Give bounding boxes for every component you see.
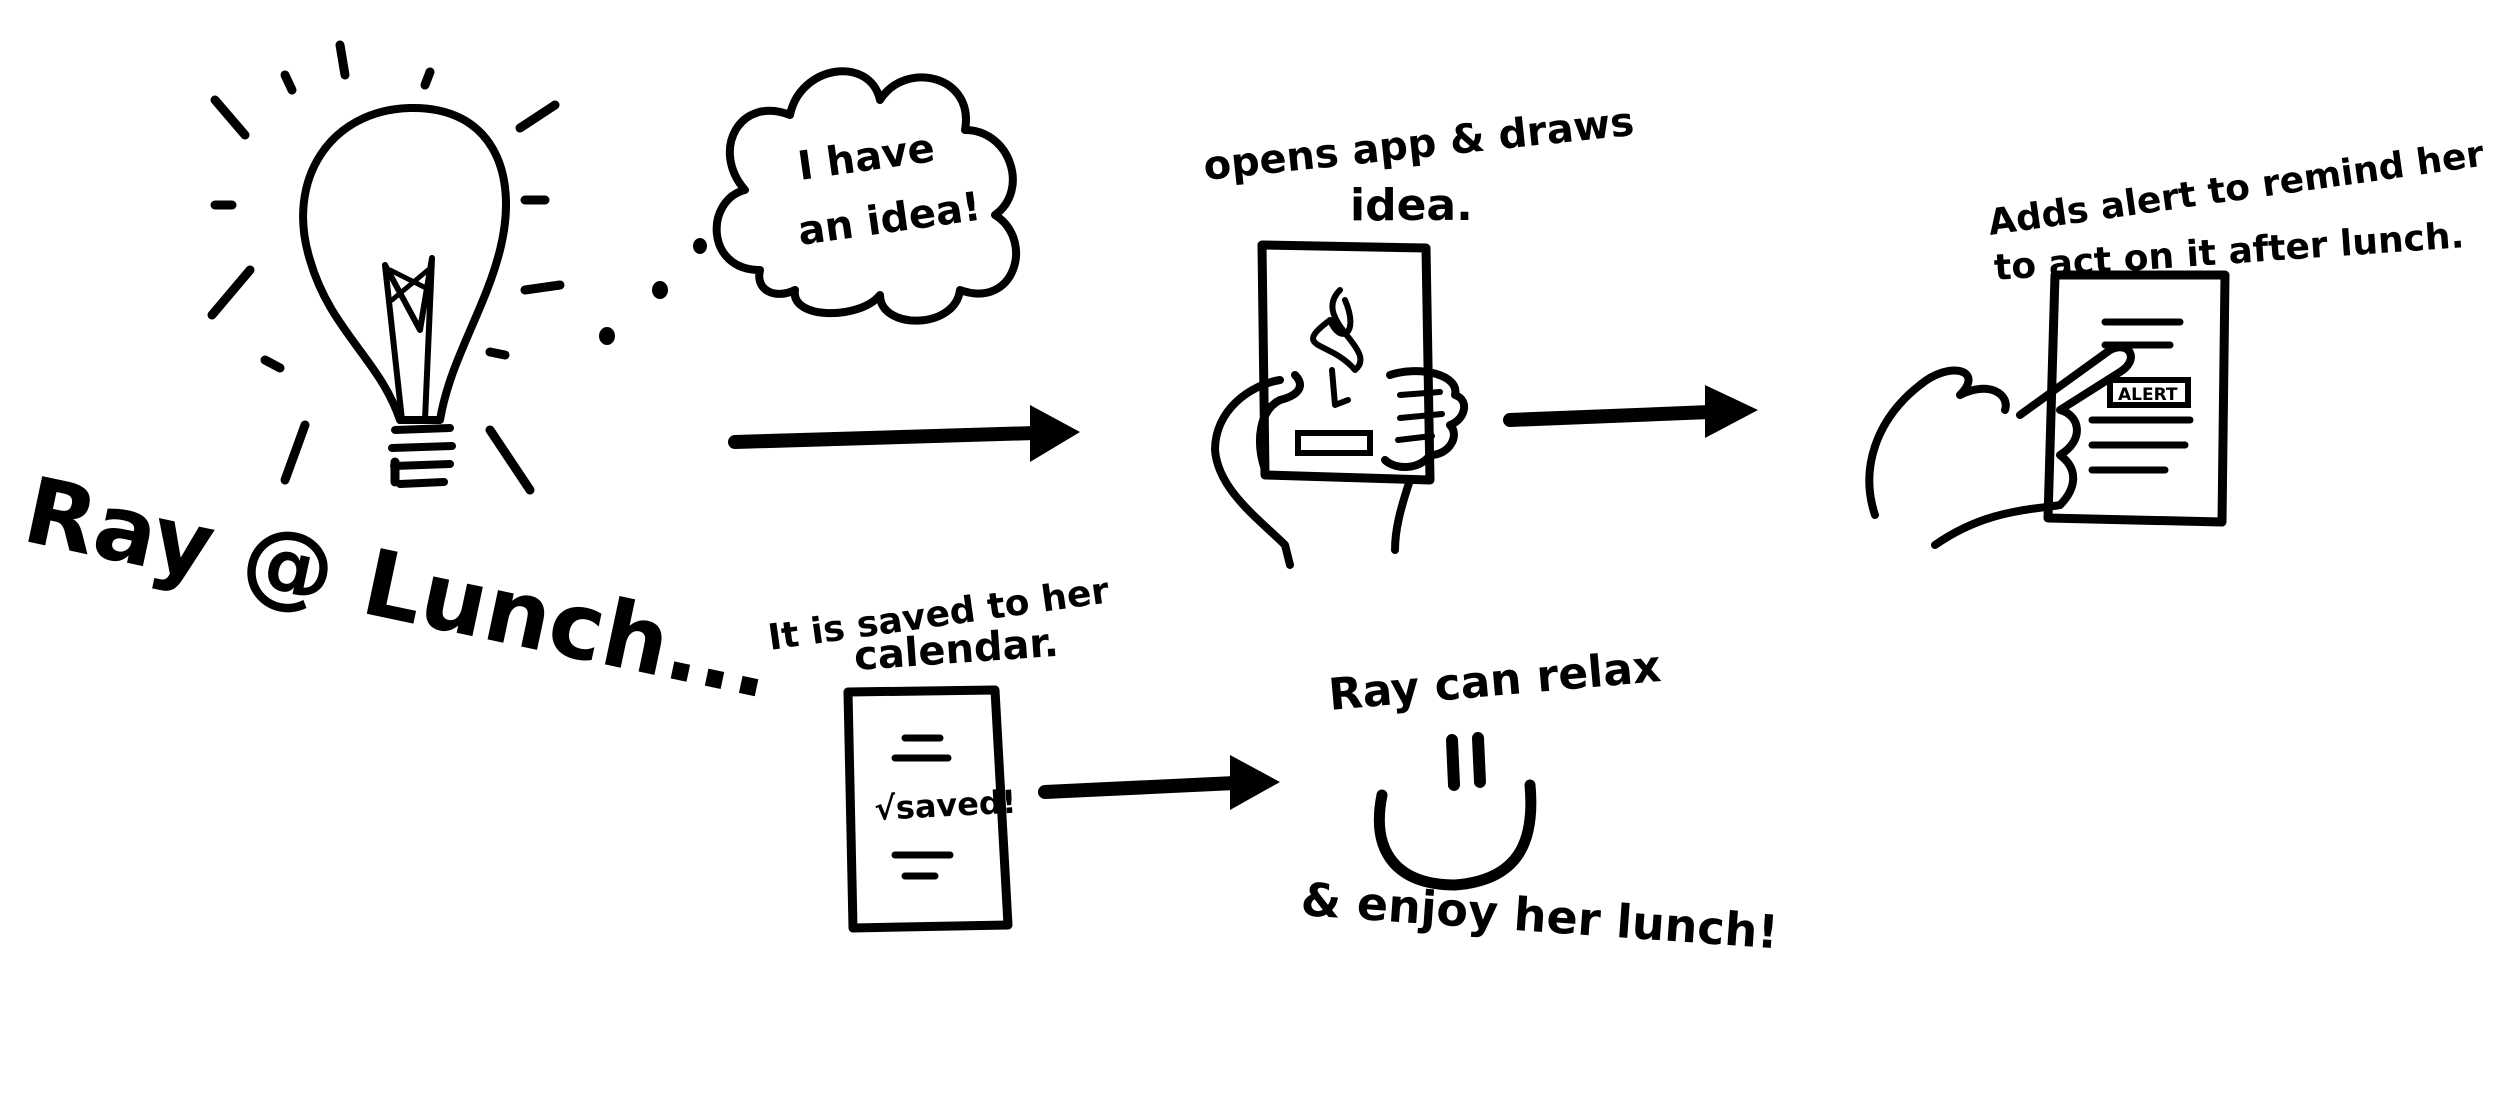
arrow-right-icon (1503, 385, 1758, 438)
saved-status: √saved! (873, 783, 1017, 828)
lightbulb-icon (207, 40, 565, 495)
arrow-right-icon (1038, 755, 1280, 810)
thought-text-line1: I have (795, 125, 938, 190)
phone-saved-icon: √saved! (843, 685, 1017, 933)
alert-button-label: ALERT (2118, 385, 2178, 405)
thought-cloud-icon (712, 67, 1021, 325)
thought-text-line2: an idea! (795, 184, 984, 255)
relax-caption-bottom: & enjoy her lunch! (1299, 872, 1780, 959)
lunch-caption: Ray @ Lunch... (15, 457, 781, 720)
smiley-face-icon (1373, 732, 1537, 891)
phone-alert-icon: ALERT (1865, 270, 2230, 549)
tablet-drawing-icon (1211, 240, 1468, 569)
draw-caption-line1: opens app & draws (1201, 99, 1636, 190)
relax-caption-top: Ray can relax (1327, 641, 1664, 721)
thought-dots (599, 238, 707, 345)
draw-caption-line2: idea. (1350, 180, 1473, 231)
arrow-right-icon (728, 405, 1080, 462)
